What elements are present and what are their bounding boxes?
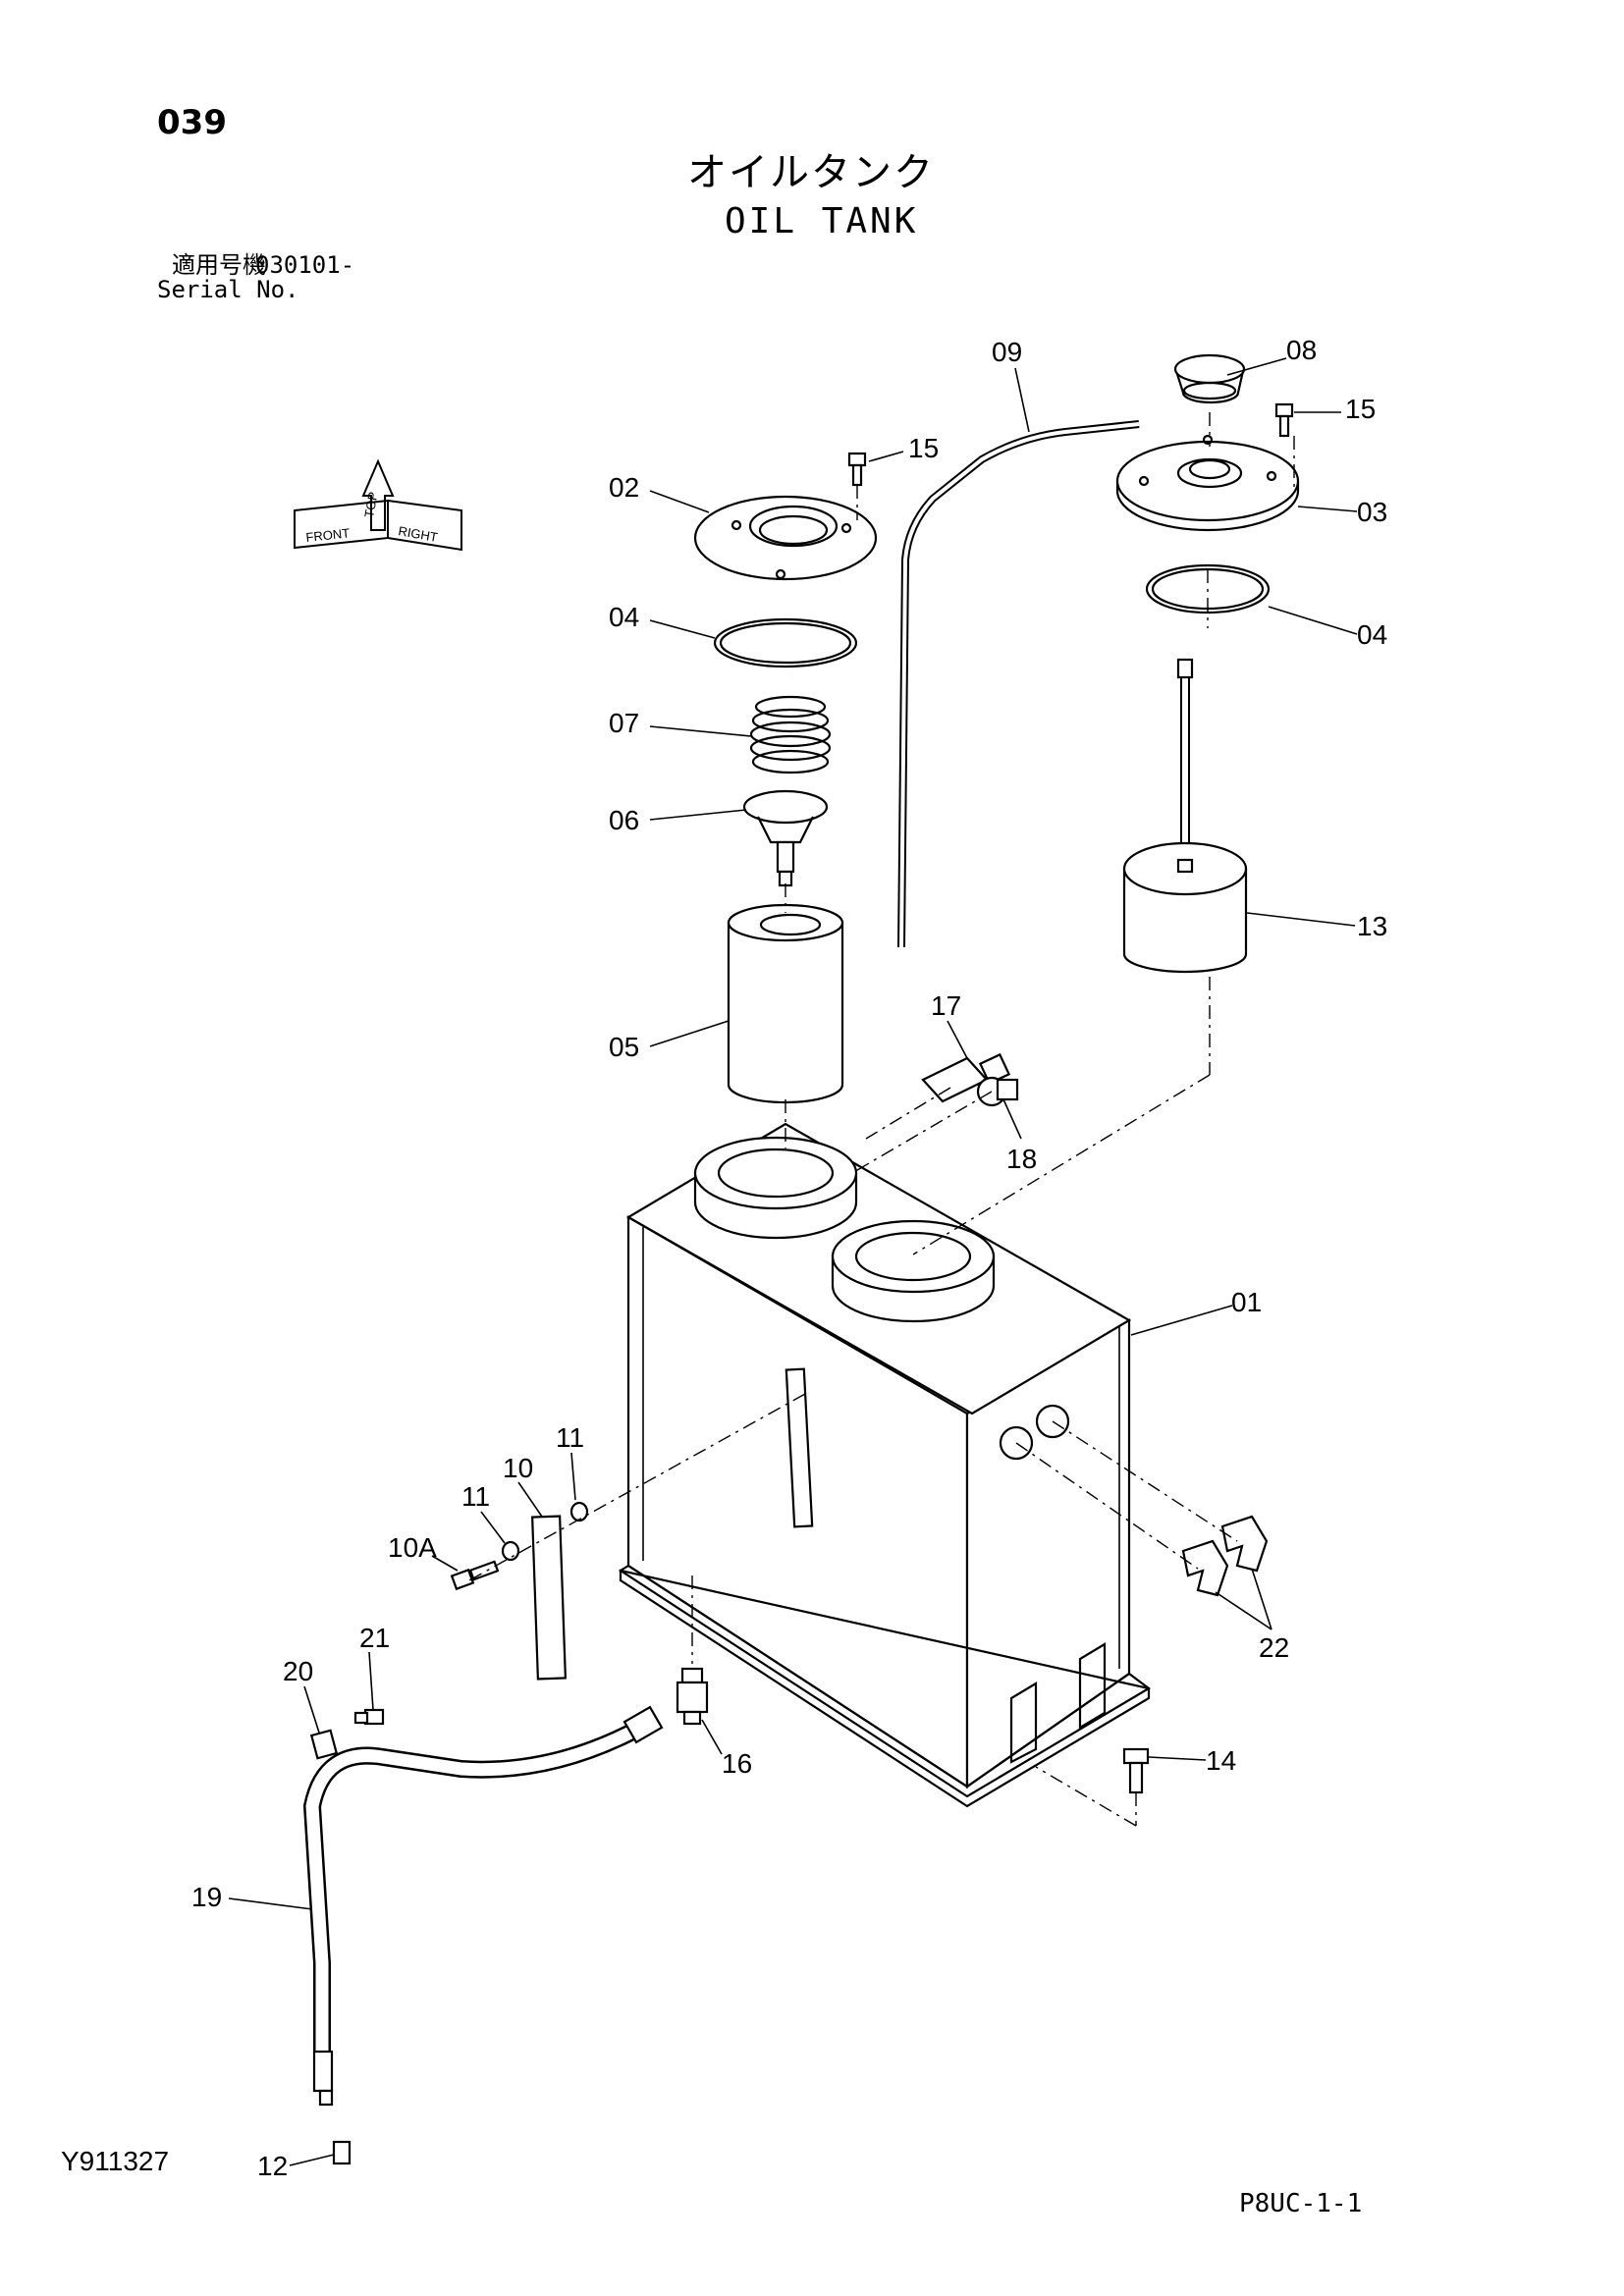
- serial-number: 030101-: [255, 251, 355, 279]
- callout-18: 18: [1006, 1144, 1037, 1174]
- part-sight-tube-09: [897, 420, 1140, 948]
- part-plug-12: [332, 2140, 352, 2165]
- callout-01: 01: [1231, 1287, 1262, 1317]
- part-oil-tank-01: [618, 1122, 1151, 1808]
- title-english: OIL TANK: [725, 201, 919, 241]
- orientation-right-label: RIGHT: [397, 523, 438, 545]
- callout-labels: 01 02 03 04 04 05 06 07 08 09 10 10A 11 …: [191, 335, 1387, 2181]
- callout-03: 03: [1357, 497, 1387, 527]
- callout-15-left: 15: [908, 433, 939, 463]
- callout-05: 05: [609, 1032, 639, 1062]
- callout-15-right: 15: [1345, 394, 1376, 424]
- drawing-number: Y911327: [61, 2146, 170, 2176]
- serial-label-japanese: 適用号機: [172, 251, 266, 279]
- part-cover-02: [693, 495, 878, 581]
- part-bracket-10: [531, 1515, 568, 1681]
- callout-17: 17: [931, 990, 961, 1021]
- callout-16: 16: [722, 1748, 752, 1779]
- callout-07: 07: [609, 708, 639, 738]
- part-washer-11-lower: [501, 1540, 520, 1562]
- part-strainer-13: [1122, 658, 1248, 974]
- orientation-top-label: TOP: [361, 491, 380, 519]
- part-washer-11-upper: [569, 1501, 589, 1522]
- part-clamp-20: [309, 1729, 339, 1760]
- part-spring-07: [749, 695, 832, 774]
- callout-12: 12: [257, 2151, 288, 2181]
- part-bolt-14: [1122, 1747, 1150, 1794]
- callout-14: 14: [1206, 1745, 1236, 1776]
- page-code: 039: [157, 103, 227, 142]
- callout-19: 19: [191, 1882, 222, 1912]
- part-plug-18: [976, 1076, 1019, 1107]
- part-hose-19: [302, 1705, 664, 2107]
- part-fitting-16: [676, 1667, 709, 1726]
- callout-10: 10: [503, 1453, 533, 1483]
- orientation-front-label: FRONT: [305, 525, 351, 545]
- part-cap-08: [1173, 353, 1246, 404]
- part-cover-03: [1115, 434, 1300, 532]
- part-valve-06: [742, 789, 829, 887]
- callout-04-right: 04: [1357, 619, 1387, 650]
- callout-22: 22: [1259, 1632, 1289, 1663]
- callout-10a: 10A: [388, 1532, 437, 1563]
- sheet-reference: P8UC-1-1: [1239, 2189, 1363, 2218]
- callout-06: 06: [609, 805, 639, 835]
- part-o-ring-04-left: [713, 617, 858, 668]
- alignment-lines: [468, 412, 1295, 1827]
- callout-11-lower: 11: [461, 1481, 490, 1512]
- serial-label-english: Serial No.: [157, 276, 299, 303]
- callout-13: 13: [1357, 911, 1387, 941]
- part-elbow-22: [1181, 1515, 1269, 1597]
- callout-04-left: 04: [609, 602, 639, 632]
- part-bolt-10a: [450, 1560, 500, 1591]
- callout-20: 20: [283, 1656, 313, 1686]
- callout-09: 09: [992, 337, 1022, 367]
- title-japanese: オイルタンク: [687, 150, 935, 195]
- part-bolt-15-left: [847, 452, 867, 487]
- callout-11-upper: 11: [556, 1422, 584, 1453]
- callout-08: 08: [1286, 335, 1317, 365]
- part-o-ring-04-right: [1145, 563, 1271, 614]
- callout-02: 02: [609, 472, 639, 503]
- orientation-marker: TOP FRONT RIGHT: [294, 458, 462, 552]
- part-filter-element-05: [727, 903, 844, 1104]
- part-bolt-15-right: [1274, 402, 1294, 438]
- leader-lines: [228, 357, 1358, 2166]
- callout-21: 21: [359, 1623, 390, 1653]
- part-bolt-21: [353, 1708, 385, 1726]
